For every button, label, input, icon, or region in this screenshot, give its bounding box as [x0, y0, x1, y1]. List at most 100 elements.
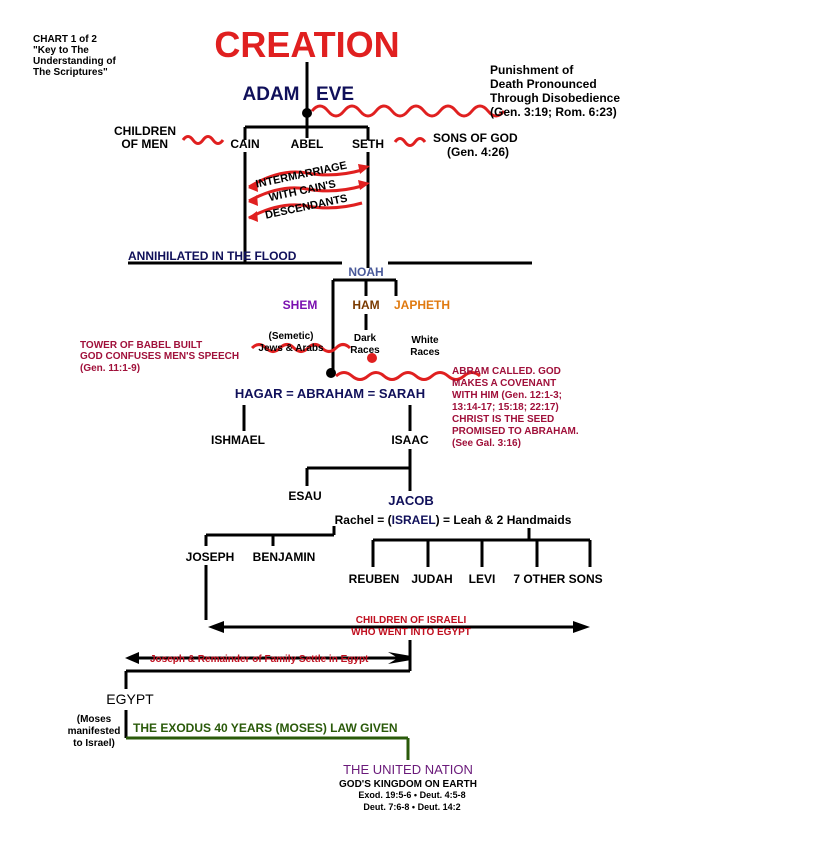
exodus-lines	[126, 736, 410, 760]
intermarriage-arrow-3	[248, 201, 363, 220]
children-of-men-line-2: OF MEN	[121, 137, 168, 151]
refs-line-2: Deut. 7:6-8 • Deut. 14:2	[363, 802, 460, 812]
abram-note: ABRAM CALLED. GOD MAKES A COVENANT WITH …	[452, 366, 579, 449]
intermarriage-arrow-1	[248, 168, 363, 189]
arrow-settle-icon	[125, 652, 139, 664]
intermarriage-start-1-icon	[358, 164, 370, 174]
semetic-note: (Semetic) Jews & Arabs	[258, 331, 324, 354]
benjamin-label: BENJAMIN	[253, 550, 316, 564]
son-judah: JUDAH	[411, 572, 452, 586]
joseph-label: JOSEPH	[186, 550, 235, 564]
ham-races-dot	[367, 353, 377, 363]
moses-line-1: (Moses	[77, 714, 112, 725]
arrow-fletch-icon	[388, 652, 411, 664]
babel-note: TOWER OF BABEL BUILT GOD CONFUSES MEN'S …	[80, 340, 239, 374]
chart-note-line-1: CHART 1 of 2	[33, 34, 97, 45]
chart-note-line-3: Understanding of	[33, 56, 116, 67]
abraham-dot	[326, 368, 336, 378]
israel-text: ISRAEL	[392, 513, 436, 527]
children-of-israel-line-1: CHILDREN OF ISRAELI	[356, 615, 467, 626]
abram-line-6: PROMISED TO ABRAHAM.	[452, 426, 579, 437]
semetic-line-1: (Semetic)	[268, 331, 313, 342]
connector-lines	[124, 62, 592, 738]
red-waves	[181, 104, 506, 381]
isaac-label: ISAAC	[391, 433, 429, 447]
red-arrow-heads	[248, 164, 370, 222]
seth-label: SETH	[352, 137, 384, 151]
children-of-israel-note: CHILDREN OF ISRAELI WHO WENT INTO EGYPT	[351, 615, 471, 638]
arrow-heads	[125, 621, 590, 664]
children-of-men: CHILDREN OF MEN	[114, 124, 176, 151]
chart-note-line-2: "Key to The	[33, 45, 89, 56]
intermarriage-arrowhead-3-icon	[248, 211, 258, 222]
abel-label: ABEL	[291, 137, 324, 151]
sons-of-god: SONS OF GOD (Gen. 4:26)	[433, 131, 518, 159]
ham-label: HAM	[352, 298, 379, 312]
abraham-line: HAGAR = ABRAHAM = SARAH	[235, 386, 425, 401]
son-others: 7 OTHER SONS	[513, 572, 602, 586]
chart-note: CHART 1 of 2 "Key to The Understanding o…	[33, 34, 116, 78]
abram-line-5: CHRIST IS THE SEED	[452, 414, 554, 425]
japheth-label: JAPHETH	[394, 298, 450, 312]
children-of-men-line-1: CHILDREN	[114, 124, 176, 138]
dark-races-line-2: Races	[350, 345, 380, 356]
esau-label: ESAU	[288, 489, 321, 503]
white-races-line-1: White	[411, 335, 439, 346]
punishment-note: Punishment of Death Pronounced Through D…	[490, 63, 620, 119]
punishment-line-4: (Gen. 3:19; Rom. 6:23)	[490, 105, 617, 119]
arrow-right-icon	[573, 621, 590, 633]
cain-label: CAIN	[230, 137, 259, 151]
page-title: CREATION	[214, 24, 399, 65]
israel-line: Rachel = (ISRAEL) = Leah & 2 Handmaids	[335, 513, 572, 527]
babel-wave	[250, 343, 352, 353]
arrow-left-icon	[208, 621, 224, 633]
flood-label: ANNIHILATED IN THE FLOOD	[128, 249, 297, 263]
noah-label: NOAH	[348, 265, 383, 279]
abram-wave	[335, 371, 481, 381]
moses-line-2: manifested	[68, 726, 121, 737]
babel-line-1: TOWER OF BABEL BUILT	[80, 340, 202, 351]
moses-line-3: to Israel)	[73, 738, 115, 749]
intermarriage-arrow-2	[248, 184, 363, 203]
kingdom-label: GOD'S KINGDOM ON EARTH	[339, 779, 477, 790]
shem-label: SHEM	[283, 298, 318, 312]
intermarriage-arrowhead-2-icon	[248, 195, 258, 206]
sons-of-god-line-2: (Gen. 4:26)	[447, 145, 509, 159]
intermarriage-start-2-icon	[358, 180, 370, 190]
children-of-israel-line-2: WHO WENT INTO EGYPT	[351, 627, 471, 638]
jacob-label: JACOB	[388, 493, 434, 508]
ishmael-label: ISHMAEL	[211, 433, 265, 447]
leah-text: ) = Leah & 2 Handmaids	[436, 513, 572, 527]
son-levi: LEVI	[469, 572, 496, 586]
abram-line-2: MAKES A COVENANT	[452, 378, 556, 389]
jacob-sons: REUBEN JUDAH LEVI 7 OTHER SONS	[349, 572, 603, 586]
babel-line-3: (Gen. 11:1-9)	[80, 363, 140, 374]
exodus-label: THE EXODUS 40 YEARS (MOSES) LAW GIVEN	[133, 721, 398, 735]
dark-races-line-1: Dark	[354, 333, 377, 344]
rachel-text: Rachel = (	[335, 513, 392, 527]
intermarriage-arrowhead-1-icon	[248, 181, 258, 192]
white-races-note: White Races	[410, 335, 440, 358]
punishment-wave	[310, 104, 506, 118]
adam-label: ADAM	[243, 84, 300, 105]
eve-label: EVE	[316, 84, 354, 105]
chart-note-line-4: The Scriptures"	[33, 67, 108, 78]
abram-line-4: 13:14-17; 15:18; 22:17)	[452, 402, 559, 413]
abram-line-3: WITH HIM (Gen. 12:1-3;	[452, 390, 562, 401]
united-nation-label: THE UNITED NATION	[343, 762, 473, 777]
punishment-line-1: Punishment of	[490, 63, 574, 77]
adam-eve-dot	[302, 108, 312, 118]
egypt-label: EGYPT	[106, 691, 154, 707]
settle-note: Joseph & Remainder of Family Settle in E…	[150, 654, 369, 665]
white-races-line-2: Races	[410, 347, 440, 358]
babel-line-2: GOD CONFUSES MEN'S SPEECH	[80, 351, 239, 362]
sons-god-wave	[393, 137, 427, 147]
refs-line-1: Exod. 19:5-6 • Deut. 4:5-8	[358, 790, 465, 800]
punishment-line-2: Death Pronounced	[490, 77, 597, 91]
punishment-line-3: Through Disobedience	[490, 91, 620, 105]
dark-races-note: Dark Races	[350, 333, 380, 356]
moses-note: (Moses manifested to Israel)	[68, 714, 121, 749]
children-men-wave	[181, 135, 225, 145]
